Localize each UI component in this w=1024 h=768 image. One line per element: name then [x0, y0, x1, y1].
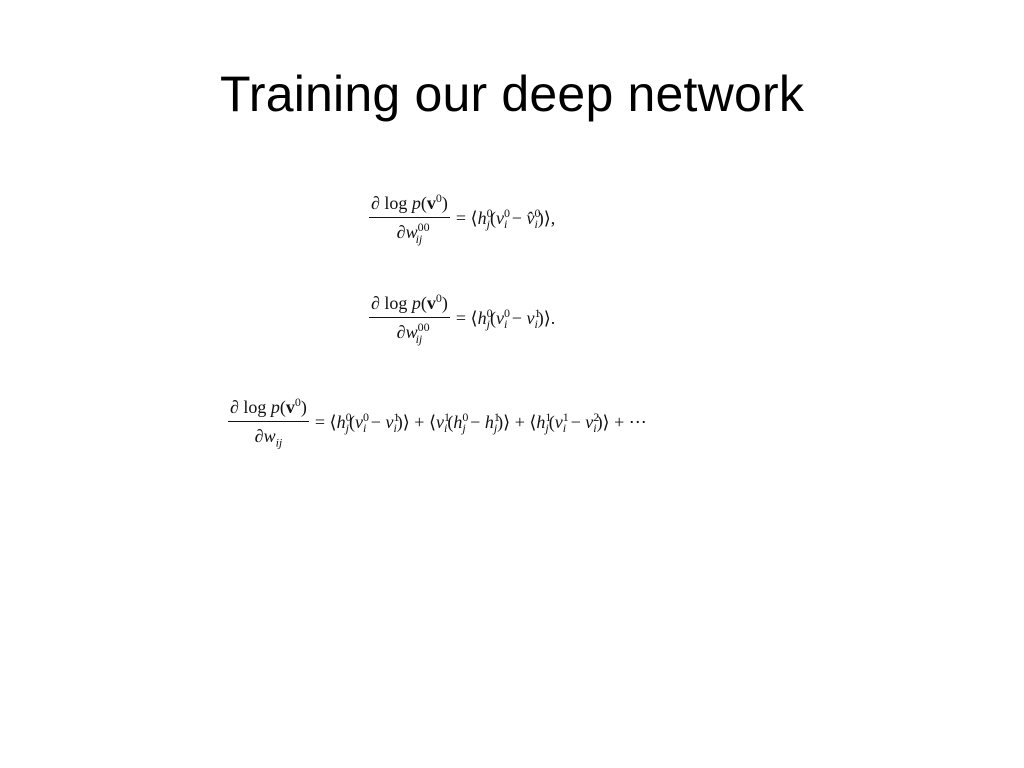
equation-3-numerator: ∂ log p(v0)	[230, 395, 307, 417]
equation-3-rhs: = ⟨h0j(v0i − v1i)⟩ + ⟨v1i(h0j − h1j)⟩ + …	[314, 409, 647, 436]
equation-1: ∂ log p(v0) ∂w00ij = ⟨h0j(v0i − v̂0i)⟩,	[369, 191, 556, 246]
equation-1-fraction: ∂ log p(v0) ∂w00ij	[369, 191, 450, 246]
equation-1-denominator: ∂w00ij	[396, 220, 430, 246]
equation-3-denominator: ∂wij	[254, 426, 283, 450]
equation-1-numerator: ∂ log p(v0)	[371, 191, 448, 213]
equation-2-rhs: = ⟨h0j(v0i − v1i)⟩.	[455, 305, 556, 332]
equation-2-numerator: ∂ log p(v0)	[371, 291, 448, 313]
equation-1-fraction-bar	[369, 217, 450, 218]
equation-2-denominator: ∂w00ij	[396, 320, 430, 346]
equation-2: ∂ log p(v0) ∂w00ij = ⟨h0j(v0i − v1i)⟩.	[369, 291, 556, 346]
equation-3-fraction-bar	[228, 421, 309, 422]
slide-title: Training our deep network	[219, 66, 805, 122]
equation-1-rhs: = ⟨h0j(v0i − v̂0i)⟩,	[455, 205, 556, 232]
equation-3: ∂ log p(v0) ∂wij = ⟨h0j(v0i − v1i)⟩ + ⟨v…	[228, 395, 647, 450]
equation-2-fraction: ∂ log p(v0) ∂w00ij	[369, 291, 450, 346]
equation-2-fraction-bar	[369, 317, 450, 318]
equation-3-fraction: ∂ log p(v0) ∂wij	[228, 395, 309, 450]
